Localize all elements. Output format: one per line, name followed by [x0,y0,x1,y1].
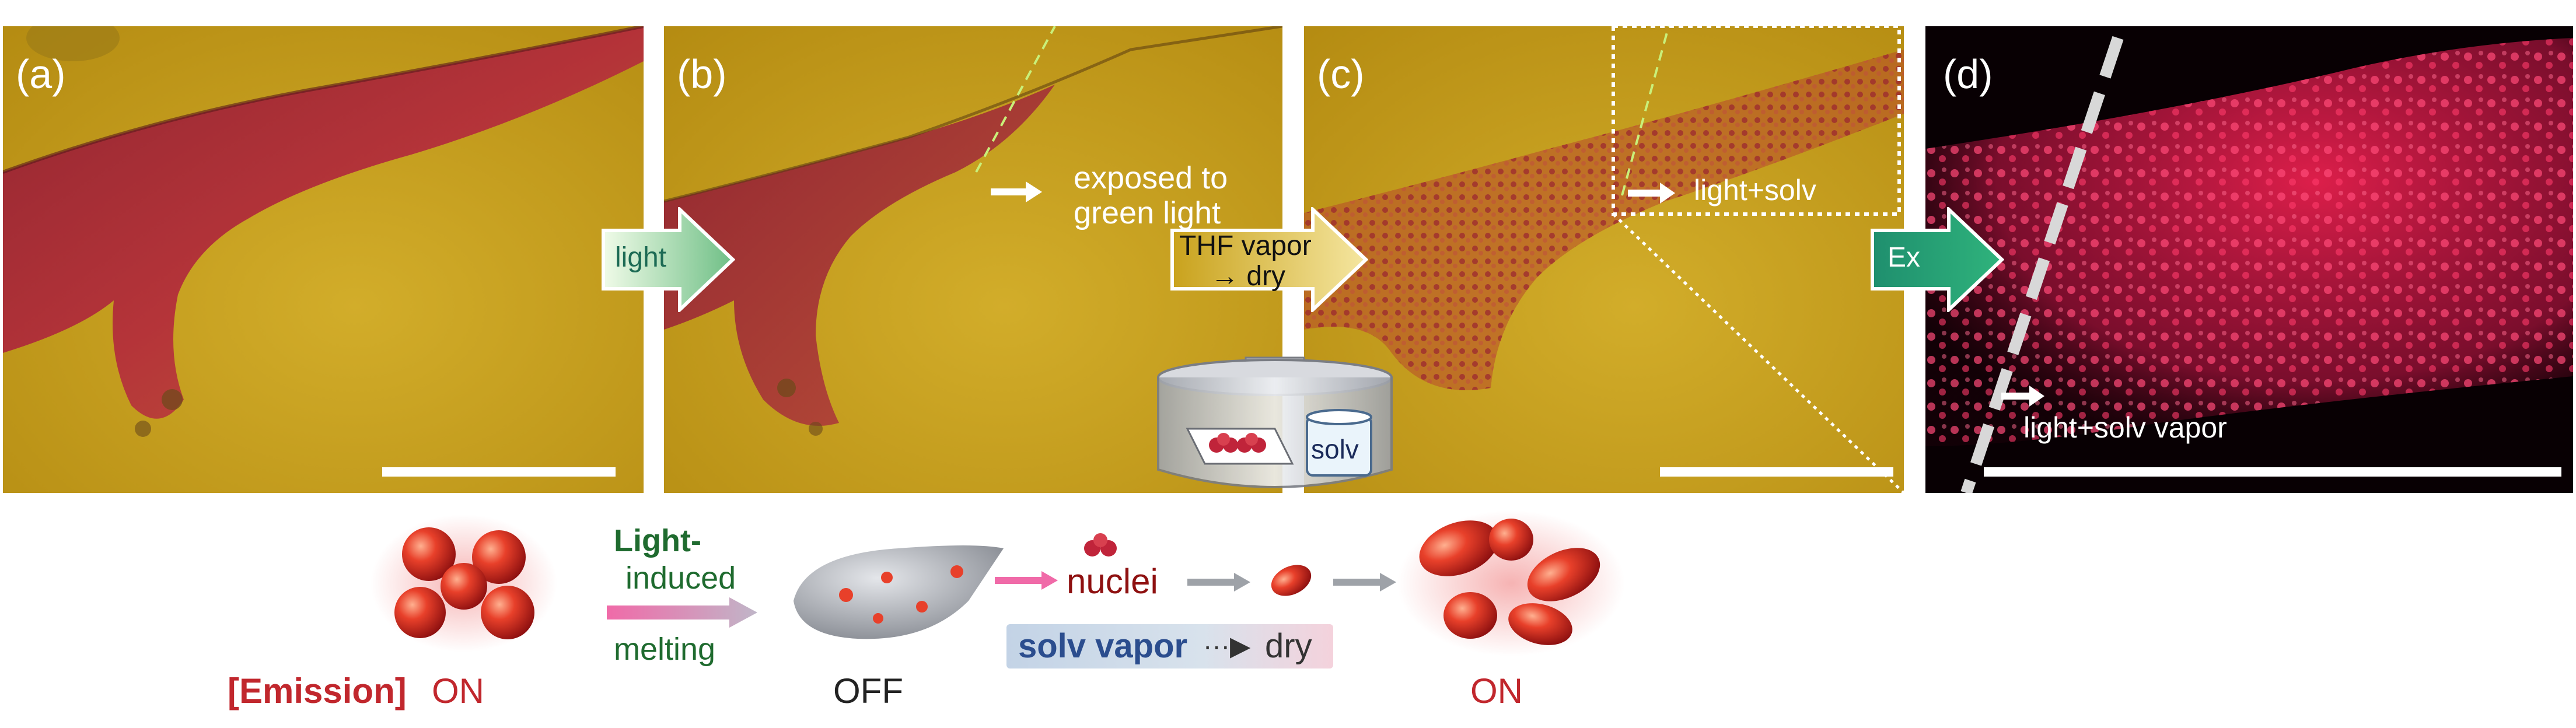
light-arrow: light [601,207,735,312]
thf-vapor-arrow-shape [1170,207,1368,312]
excitation-arrow-shape [1871,207,2004,312]
excitation-arrow: Ex [1870,207,2004,312]
panel-d-image [1925,26,2573,493]
emission-label: [Emission] [228,671,407,710]
panel-b-annotation-line1: exposed to [1074,160,1228,195]
light-arrow-shape [602,207,735,312]
panel-c-image [1304,26,1904,493]
light-induced-arrow [607,597,757,628]
thf-vapor-label-line1: THF vapor [1179,230,1312,261]
scheme-crystals-on-left [371,513,557,653]
panel-d-annotation: light+solv vapor [2023,411,2227,444]
panel-c-micrograph: (c) light+solv [1304,26,1904,493]
state-off: OFF [833,671,903,710]
solvent-chamber-inset: solv [1152,353,1397,499]
step-light-line3: melting [614,632,716,667]
panel-c-annotation: light+solv [1694,174,1816,206]
solv-vapor-dots-arrow: ···▶ [1203,631,1251,661]
emission-state-on-left: ON [432,671,484,710]
panel-d-label: (d) [1943,51,1993,97]
growth-arrow-2 [1333,573,1396,592]
thf-vapor-arrow: THF vapor → dry [1170,207,1368,312]
panel-a-scale-bar [382,467,616,477]
panel-c-label: (c) [1317,51,1365,97]
state-on-right: ON [1470,671,1523,710]
melted-droplet [794,545,1004,639]
small-crystal [1271,565,1312,596]
step-light-line1: Light- [614,523,701,558]
solvent-jar-label: solv [1311,434,1359,464]
nuclei-dots [1084,533,1117,556]
nuclei-arrow [995,571,1058,590]
crystal-cluster-right [1397,510,1625,656]
solvent-chamber-drawing [1157,356,1393,488]
step-light-line2: induced [625,561,736,596]
thf-vapor-label-line2: → dry [1211,261,1286,292]
dry-label: dry [1265,627,1312,665]
panel-d-fluorescence: (d) light+solv vapor [1925,26,2573,493]
growth-arrow-1 [1187,573,1250,592]
panel-b-annotation-line2: green light [1074,195,1221,230]
excitation-arrow-label: Ex [1888,242,1921,273]
crystal-cluster-left [371,514,557,652]
solv-vapor-box [1006,624,1333,668]
nuclei-label: nuclei [1067,562,1158,601]
light-arrow-label: light [615,242,667,273]
panel-b-micrograph: (b) exposed to green light [664,26,1282,493]
panel-a-label: (a) [16,51,66,97]
panel-a-image [3,26,644,493]
panel-b-label: (b) [677,51,727,97]
panel-d-scale-bar [1984,467,2561,477]
solv-vapor-label: solv vapor [1018,627,1188,665]
panel-a-micrograph: (a) [3,26,644,493]
panel-c-scale-bar [1660,467,1893,477]
